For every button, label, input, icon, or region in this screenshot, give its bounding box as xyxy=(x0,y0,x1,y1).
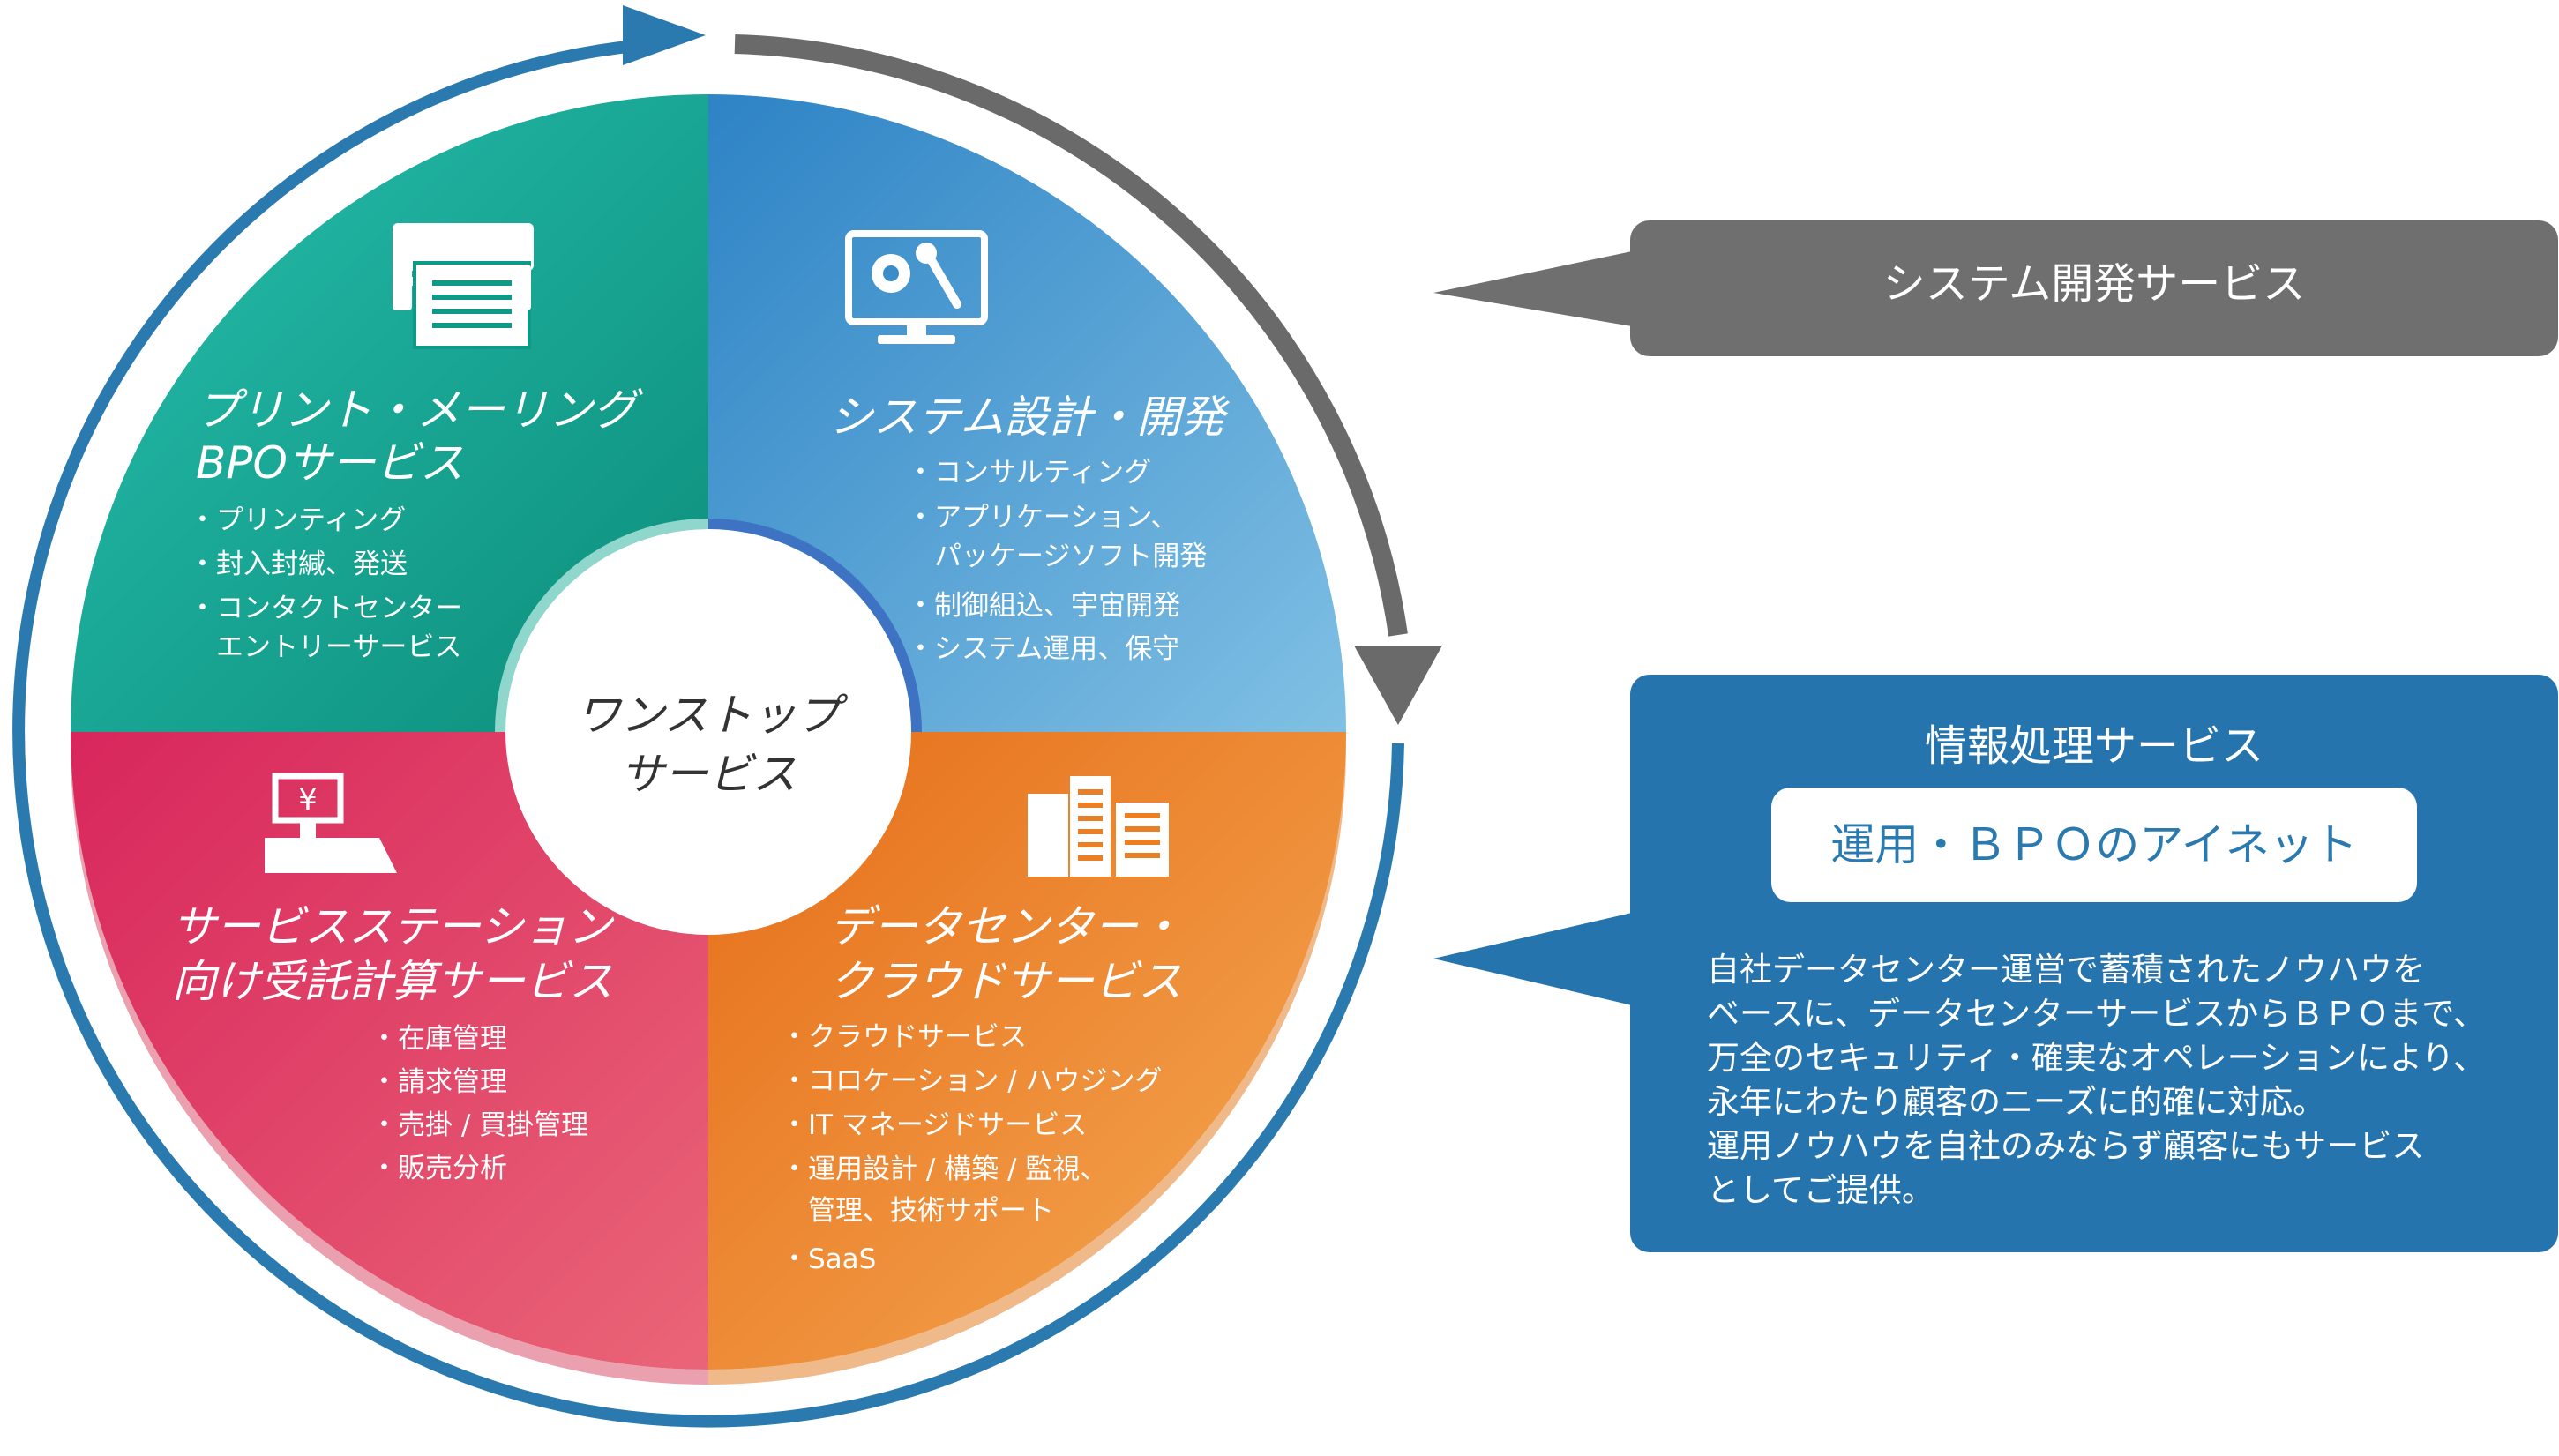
datacenter-item: ・運用設計 / 構築 / 監視、 xyxy=(781,1154,1107,1185)
printer-icon xyxy=(393,223,534,349)
center-circle xyxy=(505,529,911,935)
monitor-gear-wrench-icon xyxy=(845,230,988,344)
system-item: ・アプリケーション、 xyxy=(907,502,1178,534)
system-dev-callout: システム開発サービス xyxy=(1433,220,2558,356)
description-line: 永年にわたり顧客のニーズに的確に対応。 xyxy=(1707,1083,2325,1121)
datacenter-title-line-2: クラウドサービス xyxy=(829,956,1182,1007)
gray-cycle-arrow xyxy=(734,34,1408,637)
cash-register-yen-icon: ¥ xyxy=(265,773,397,873)
print-item: ・プリンティング xyxy=(189,504,406,536)
system-item: ・コンサルティング xyxy=(907,457,1151,489)
print-item: エントリーサービス xyxy=(189,631,461,663)
description-line: としてご提供。 xyxy=(1707,1171,1934,1209)
print-title-line-2: BPOサービス xyxy=(196,437,464,489)
station-title-line-1: サービスステーション xyxy=(172,901,615,952)
system-dev-label: システム開発サービス xyxy=(1883,259,2306,309)
gray-arrowhead-icon xyxy=(1354,646,1442,725)
system-item: ・制御組込、宇宙開発 xyxy=(907,590,1180,622)
svg-text:¥: ¥ xyxy=(298,782,318,818)
description-line: ベースに、データセンターサービスからＢＰＯまで、 xyxy=(1707,995,2486,1033)
quadrant-print-bpo xyxy=(71,94,708,732)
system-item: パッケージソフト開発 xyxy=(907,541,1207,572)
info-processing-callout: 情報処理サービス 運用・ＢＰＯのアイネット 自社データセンター運営で蓄積されたノ… xyxy=(1433,675,2558,1252)
datacenter-title-line-1: データセンター・ xyxy=(829,901,1182,952)
company-pill xyxy=(1771,788,2417,902)
station-item: ・在庫管理 xyxy=(370,1023,507,1055)
center-line-1: ワンストップ xyxy=(577,690,849,741)
datacenter-item: ・クラウドサービス xyxy=(781,1021,1027,1053)
datacenter-item: ・SaaS xyxy=(781,1243,876,1275)
quadrant-service-station xyxy=(71,732,708,1370)
company-pill-text: 運用・ＢＰＯのアイネット xyxy=(1830,819,2358,870)
station-item: ・販売分析 xyxy=(370,1153,507,1184)
ring-arrowhead-icon xyxy=(623,5,706,65)
quadrant-system-design xyxy=(708,94,1346,732)
station-item: ・請求管理 xyxy=(370,1066,507,1098)
description-line: 運用ノウハウを自社のみならず顧客にもサービス xyxy=(1707,1127,2424,1165)
print-title-line-1: プリント・メーリング xyxy=(196,385,643,436)
print-item: ・コンタクトセンター xyxy=(189,593,462,624)
center-line-2: サービス xyxy=(620,749,797,800)
system-item: ・システム運用、保守 xyxy=(907,633,1179,665)
datacenter-item: ・コロケーション / ハウジング xyxy=(781,1065,1163,1097)
datacenter-item: ・IT マネージドサービス xyxy=(781,1109,1087,1141)
info-processing-title: 情報処理サービス xyxy=(1925,721,2263,771)
description-line: 万全のセキュリティ・確実なオペレーションにより、 xyxy=(1707,1039,2486,1077)
print-item: ・封入封緘、発送 xyxy=(189,549,408,580)
station-item: ・売掛 / 買掛管理 xyxy=(370,1109,588,1141)
quadrant-datacenter-cloud xyxy=(708,732,1346,1370)
description-line: 自社データセンター運営で蓄積されたノウハウを xyxy=(1707,951,2425,989)
datacenter-item: 管理、技術サポート xyxy=(781,1195,1054,1227)
station-title-line-2: 向け受託計算サービス xyxy=(172,956,613,1007)
system-title: システム設計・開発 xyxy=(829,392,1230,443)
outer-cycle-ring xyxy=(12,40,1404,1428)
buildings-icon xyxy=(1028,776,1169,877)
